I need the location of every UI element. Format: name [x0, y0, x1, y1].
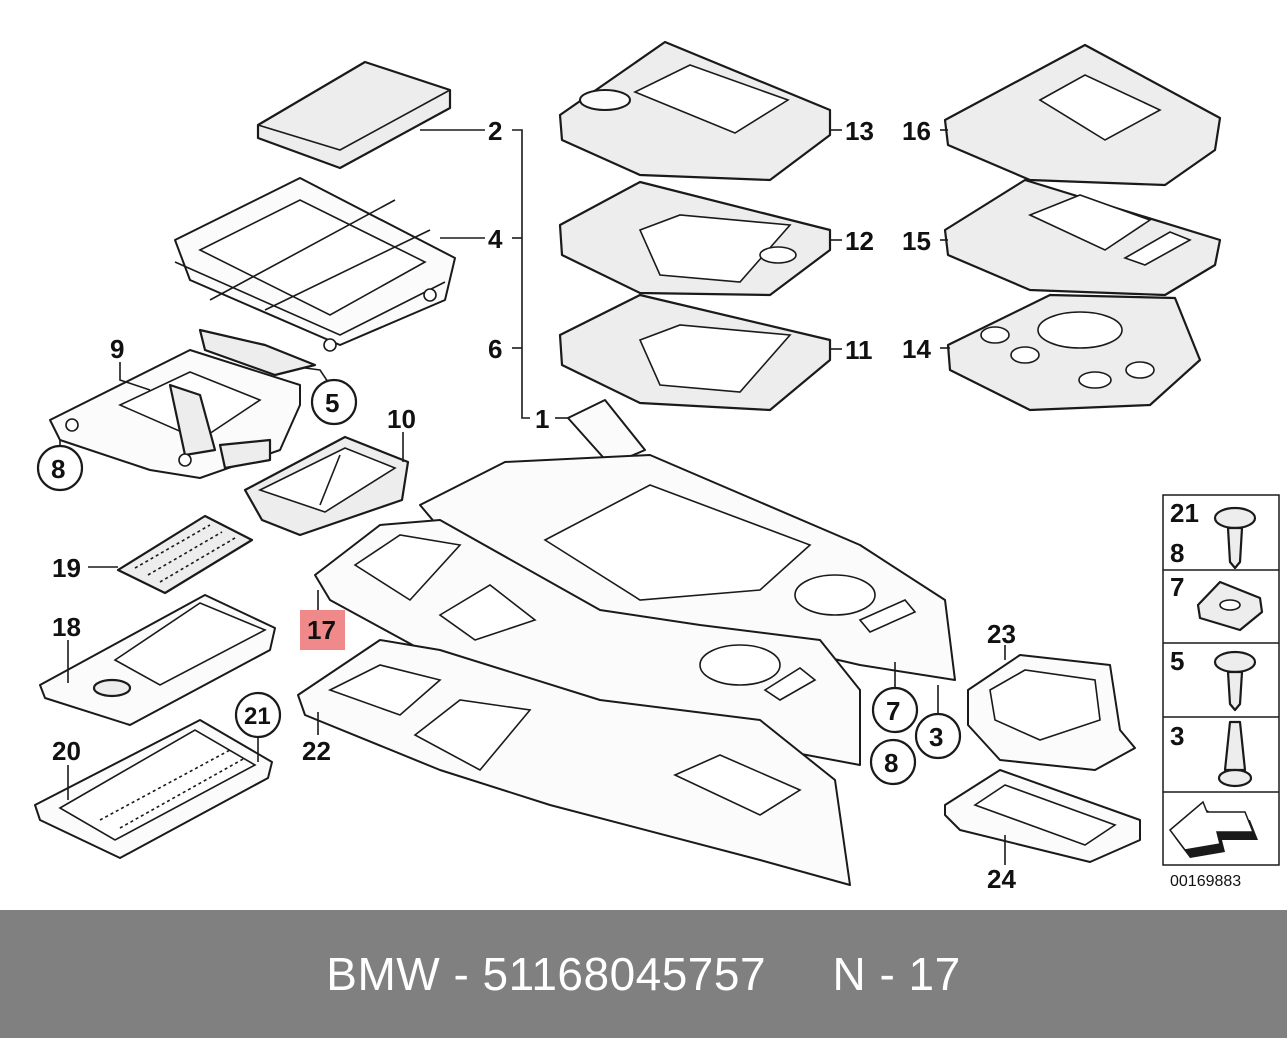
part-23-housing — [967, 654, 1136, 771]
part-4-frame — [174, 177, 456, 352]
label-20: 20 — [52, 736, 81, 766]
screw-icon-21 — [1213, 506, 1257, 570]
label-23: 23 — [987, 619, 1016, 649]
hw-label-5: 5 — [1170, 646, 1184, 676]
label-13: 13 — [845, 116, 874, 146]
parts-diagram: 2 4 6 1 13 12 11 16 15 14 9 10 19 18 20 … — [34, 40, 1280, 894]
footer-bar: BMW - 51168045757 N - 17 — [0, 910, 1287, 1038]
label-15: 15 — [902, 226, 931, 256]
diagram-reference-number: 00169883 — [1170, 873, 1241, 890]
part-24-frame — [944, 769, 1141, 863]
hw-label-7: 7 — [1170, 572, 1184, 602]
part-20-tray — [34, 719, 273, 859]
label-10: 10 — [387, 404, 416, 434]
part-10-tray — [243, 435, 410, 537]
label-11: 11 — [845, 335, 873, 365]
part-12-bezel — [558, 180, 832, 297]
part-labels: 2 4 6 1 13 12 11 16 15 14 9 10 19 18 20 … — [52, 116, 1016, 894]
part-9-bracket — [49, 328, 317, 479]
part-15-bezel — [943, 178, 1222, 297]
part-19-mat — [116, 514, 254, 595]
callout-8-left: 8 — [51, 454, 65, 484]
part-2-lid-pad — [256, 60, 452, 170]
callout-8-right: 8 — [884, 748, 898, 778]
expanding-rivet-icon-3 — [1217, 720, 1253, 788]
callout-5: 5 — [325, 388, 339, 418]
hw-label-21: 21 — [1170, 498, 1199, 528]
label-14: 14 — [902, 334, 931, 364]
direction-arrow-icon — [1168, 800, 1258, 858]
leader-lines — [59, 129, 1006, 865]
label-4: 4 — [488, 224, 503, 254]
screw-icon-5 — [1213, 650, 1257, 712]
highlight-17: 17 — [300, 610, 345, 650]
label-9: 9 — [110, 334, 124, 364]
callout-21: 21 — [244, 703, 271, 730]
part-main-console-trim — [419, 454, 956, 681]
label-12: 12 — [845, 226, 874, 256]
part-22-trim — [297, 639, 851, 886]
part-16-bezel — [943, 43, 1222, 187]
label-2: 2 — [488, 116, 502, 146]
callout-7: 7 — [886, 696, 900, 726]
footer-part-number-text: BMW - 51168045757 N - 17 — [326, 948, 961, 1000]
label-6: 6 — [488, 334, 502, 364]
part-14-base — [946, 293, 1202, 412]
label-16: 16 — [902, 116, 931, 146]
circled-callouts: 5 8 21 7 3 8 — [36, 378, 962, 786]
part-1-strip — [567, 399, 646, 466]
label-18: 18 — [52, 612, 81, 642]
callout-3: 3 — [929, 722, 943, 752]
label-22: 22 — [302, 736, 331, 766]
clip-nut-icon-7 — [1196, 580, 1264, 632]
hw-label-8: 8 — [1170, 538, 1184, 568]
hardware-panel: 21 8 7 5 3 — [1162, 494, 1280, 866]
label-17: 17 — [307, 615, 336, 645]
label-1: 1 — [535, 404, 549, 434]
label-24: 24 — [987, 864, 1016, 894]
hw-label-3: 3 — [1170, 721, 1184, 751]
part-13-bezel — [558, 40, 832, 182]
label-19: 19 — [52, 553, 81, 583]
part-18-tray — [39, 594, 276, 726]
part-11-bezel — [558, 293, 832, 412]
